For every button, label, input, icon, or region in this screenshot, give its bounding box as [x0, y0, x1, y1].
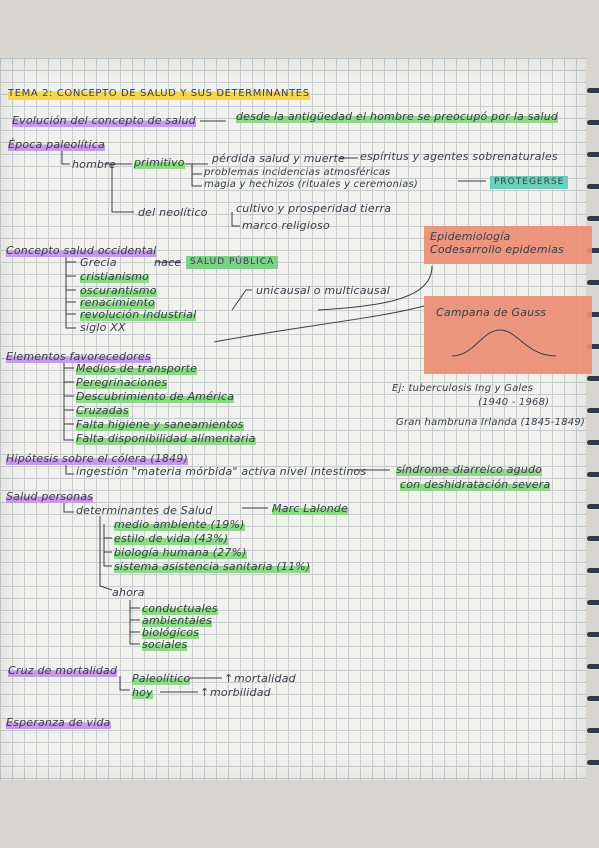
colera-text: ingestión "materia mórbida" activa nivel… [76, 465, 367, 478]
ejemplo-hambruna: Gran hambruna Irlanda (1845-1849) [396, 417, 586, 428]
grecia-label: Grecia [80, 256, 117, 269]
spiral-ring [587, 728, 599, 733]
spiral-ring [587, 120, 599, 125]
morbilidad-label: morbilidad [210, 686, 271, 699]
spiral-ring [587, 152, 599, 157]
up-arrow-icon: ↑ [200, 686, 210, 699]
evolucion-text: desde la antigüedad el hombre se preocup… [236, 110, 559, 123]
spiral-ring [587, 216, 599, 221]
elemento-item: Falta higiene y saneamientos [76, 418, 244, 431]
elemento-item: Cruzadas [76, 404, 129, 417]
spiral-ring [587, 568, 599, 573]
spiral-ring [587, 664, 599, 669]
paleolitica-item: magia y hechizos (rituales y ceremonias) [204, 179, 418, 190]
salud-publica-badge: SALUD PÚBLICA [186, 256, 279, 269]
spiral-ring [587, 440, 599, 445]
spiral-ring [587, 600, 599, 605]
spiral-ring [587, 280, 599, 285]
hombre-label: hombre [72, 158, 116, 171]
multicausal-label: unicausal o multicausal [256, 284, 391, 297]
sindrome-label: síndrome diarreico agudo [396, 463, 543, 476]
spiral-ring [587, 312, 599, 317]
paleolitica-item: problemas incidencias atmosféricas [204, 167, 391, 178]
nace-label: nace [154, 256, 182, 269]
spiral-ring [587, 344, 599, 349]
neolitico-item: marco religioso [242, 219, 330, 232]
occidental-item: revolución industrial [80, 308, 197, 321]
spiral-ring [587, 184, 599, 189]
up-arrow-icon: ↑ [224, 672, 234, 685]
elemento-item: Peregrinaciones [76, 376, 168, 389]
ahora-item: ambientales [142, 614, 213, 627]
elemento-item: Medios de transporte [76, 362, 198, 375]
notebook-page [0, 58, 586, 780]
epidemiologia-box [424, 226, 592, 264]
determinante-item: biología humana (27%) [114, 546, 247, 559]
personas-heading: Salud personas [6, 490, 94, 503]
elemento-item: Falta disponibilidad alimentaria [76, 432, 256, 445]
espiritus-label: espíritus y agentes sobrenaturales [360, 150, 558, 163]
paleolitica-item: pérdida salud y muerte [212, 152, 345, 165]
spiral-ring [587, 408, 599, 413]
ahora-item: biológicos [142, 626, 200, 639]
desarrollo-epidemias-label: Codesarrollo epidemias [430, 243, 564, 256]
occidental-item: renacimiento [80, 296, 156, 309]
evolucion-heading: Evolución del concepto de salud [12, 114, 196, 127]
occidental-heading: Concepto salud occidental [6, 244, 157, 257]
ahora-item: conductuales [142, 602, 218, 615]
spiral-ring [587, 376, 599, 381]
determinante-item: medio ambiente (19%) [114, 518, 245, 531]
protegerse-badge: PROTEGERSE [490, 176, 569, 189]
paleolitico-label: Paleolítico [132, 672, 191, 685]
campana-gauss-label: Campana de Gauss [436, 306, 547, 319]
colera-heading: Hipótesis sobre el cólera (1849) [6, 452, 189, 465]
ahora-item: sociales [142, 638, 188, 651]
paleolitica-heading: Época paleolítica [8, 138, 105, 151]
deshidratacion-label: con deshidratación severa [400, 478, 551, 491]
ejemplo-tuberculosis-years: (1940 - 1968) [478, 397, 550, 408]
spiral-ring [587, 632, 599, 637]
spiral-ring [587, 88, 599, 93]
neolitico-label: del neolítico [138, 206, 208, 219]
primitivo-label: primitivo [134, 156, 185, 169]
neolitico-item: cultivo y prosperidad tierra [236, 202, 392, 215]
mortalidad-label: mortalidad [234, 672, 296, 685]
determinante-item: sistema asistencia sanitaria (11%) [114, 560, 311, 573]
occidental-item: oscurantismo [80, 284, 157, 297]
determinante-item: estilo de vida (43%) [114, 532, 229, 545]
determinantes-label: determinantes de Salud [76, 504, 213, 517]
cruz-heading: Cruz de mortalidad [8, 664, 118, 677]
epidemiologia-label: Epidemiología [430, 230, 511, 243]
hoy-label: hoy [132, 686, 153, 699]
spiral-ring [587, 696, 599, 701]
occidental-item: cristianismo [80, 270, 150, 283]
spiral-ring [587, 248, 599, 253]
ejemplo-tuberculosis: Ej: tuberculosis Ing y Gales [392, 383, 534, 394]
marc-lalonde-label: Marc Lalonde [272, 502, 349, 515]
spiral-ring [587, 504, 599, 509]
page-title: TEMA 2: CONCEPTO DE SALUD Y SUS DETERMIN… [8, 87, 310, 100]
occidental-item: siglo XX [80, 321, 126, 334]
ahora-label: ahora [112, 586, 145, 599]
spiral-ring [587, 760, 599, 765]
spiral-ring [587, 472, 599, 477]
spiral-ring [587, 536, 599, 541]
esperanza-heading: Esperanza de vida [6, 716, 111, 729]
elementos-heading: Elementos favorecedores [6, 350, 151, 363]
elemento-item: Descubrimiento de América [76, 390, 235, 403]
